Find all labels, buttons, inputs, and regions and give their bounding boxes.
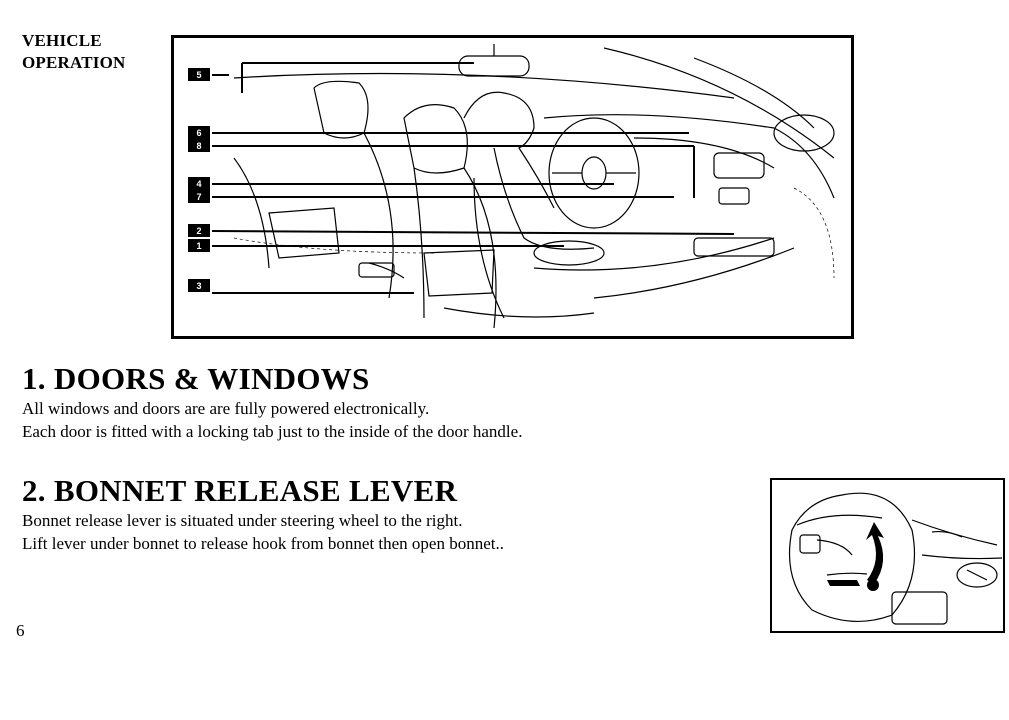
callout-7-number: 7 xyxy=(196,192,201,202)
section-label-line2: OPERATION xyxy=(22,53,126,72)
callout-2-number: 2 xyxy=(196,226,201,236)
callout-7: 7 xyxy=(188,190,210,203)
callout-4-number: 4 xyxy=(196,179,201,189)
callout-8: 8 xyxy=(188,139,210,152)
callout-5: 5 xyxy=(188,68,210,81)
section2-line-1: Bonnet release lever is situated under s… xyxy=(22,511,463,530)
seat-back-net xyxy=(423,249,495,297)
callout-6-number: 6 xyxy=(196,128,201,138)
section-label: VEHICLE OPERATION xyxy=(22,30,126,74)
callout-1: 1 xyxy=(188,239,210,252)
headlight xyxy=(956,562,998,588)
magnified-view xyxy=(789,492,915,622)
release-lever xyxy=(827,580,860,586)
callout-3: 3 xyxy=(188,279,210,292)
hook-indicator xyxy=(867,579,879,591)
lever-arrow-icon xyxy=(866,522,884,584)
rear-door-net xyxy=(268,207,340,259)
interior-diagram-svg: 5 6 8 4 7 2 1 3 xyxy=(188,44,835,329)
section2-heading: 2. BONNET RELEASE LEVER xyxy=(22,473,458,508)
section2-line-2: Lift lever under bonnet to release hook … xyxy=(22,534,504,553)
callout-2: 2 xyxy=(188,224,210,237)
section-label-line1: VEHICLE xyxy=(22,31,102,50)
callout-6: 6 xyxy=(188,126,210,139)
front-headrest xyxy=(403,104,468,174)
door-handle xyxy=(533,240,605,266)
rear-headrest xyxy=(313,80,369,139)
interior-diagram: 5 6 8 4 7 2 1 3 xyxy=(171,35,854,339)
callout-8-number: 8 xyxy=(196,141,201,151)
page-number: 6 xyxy=(16,621,25,640)
callout-5-number: 5 xyxy=(196,70,201,80)
section1-heading: 1. DOORS & WINDOWS xyxy=(22,361,370,396)
callout-4: 4 xyxy=(188,177,210,190)
callout-1-number: 1 xyxy=(196,241,201,251)
bonnet-release-diagram-svg xyxy=(789,492,1003,625)
rear-view-mirror xyxy=(458,55,530,77)
window-switch-panel xyxy=(693,237,775,257)
steering-wheel xyxy=(548,117,640,229)
callout-3-number: 3 xyxy=(196,281,201,291)
section1-line-2: Each door is fitted with a locking tab j… xyxy=(22,422,523,441)
side-mirror xyxy=(773,114,835,152)
bonnet-release-diagram xyxy=(770,478,1005,633)
section1-line-1: All windows and doors are are fully powe… xyxy=(22,399,430,418)
